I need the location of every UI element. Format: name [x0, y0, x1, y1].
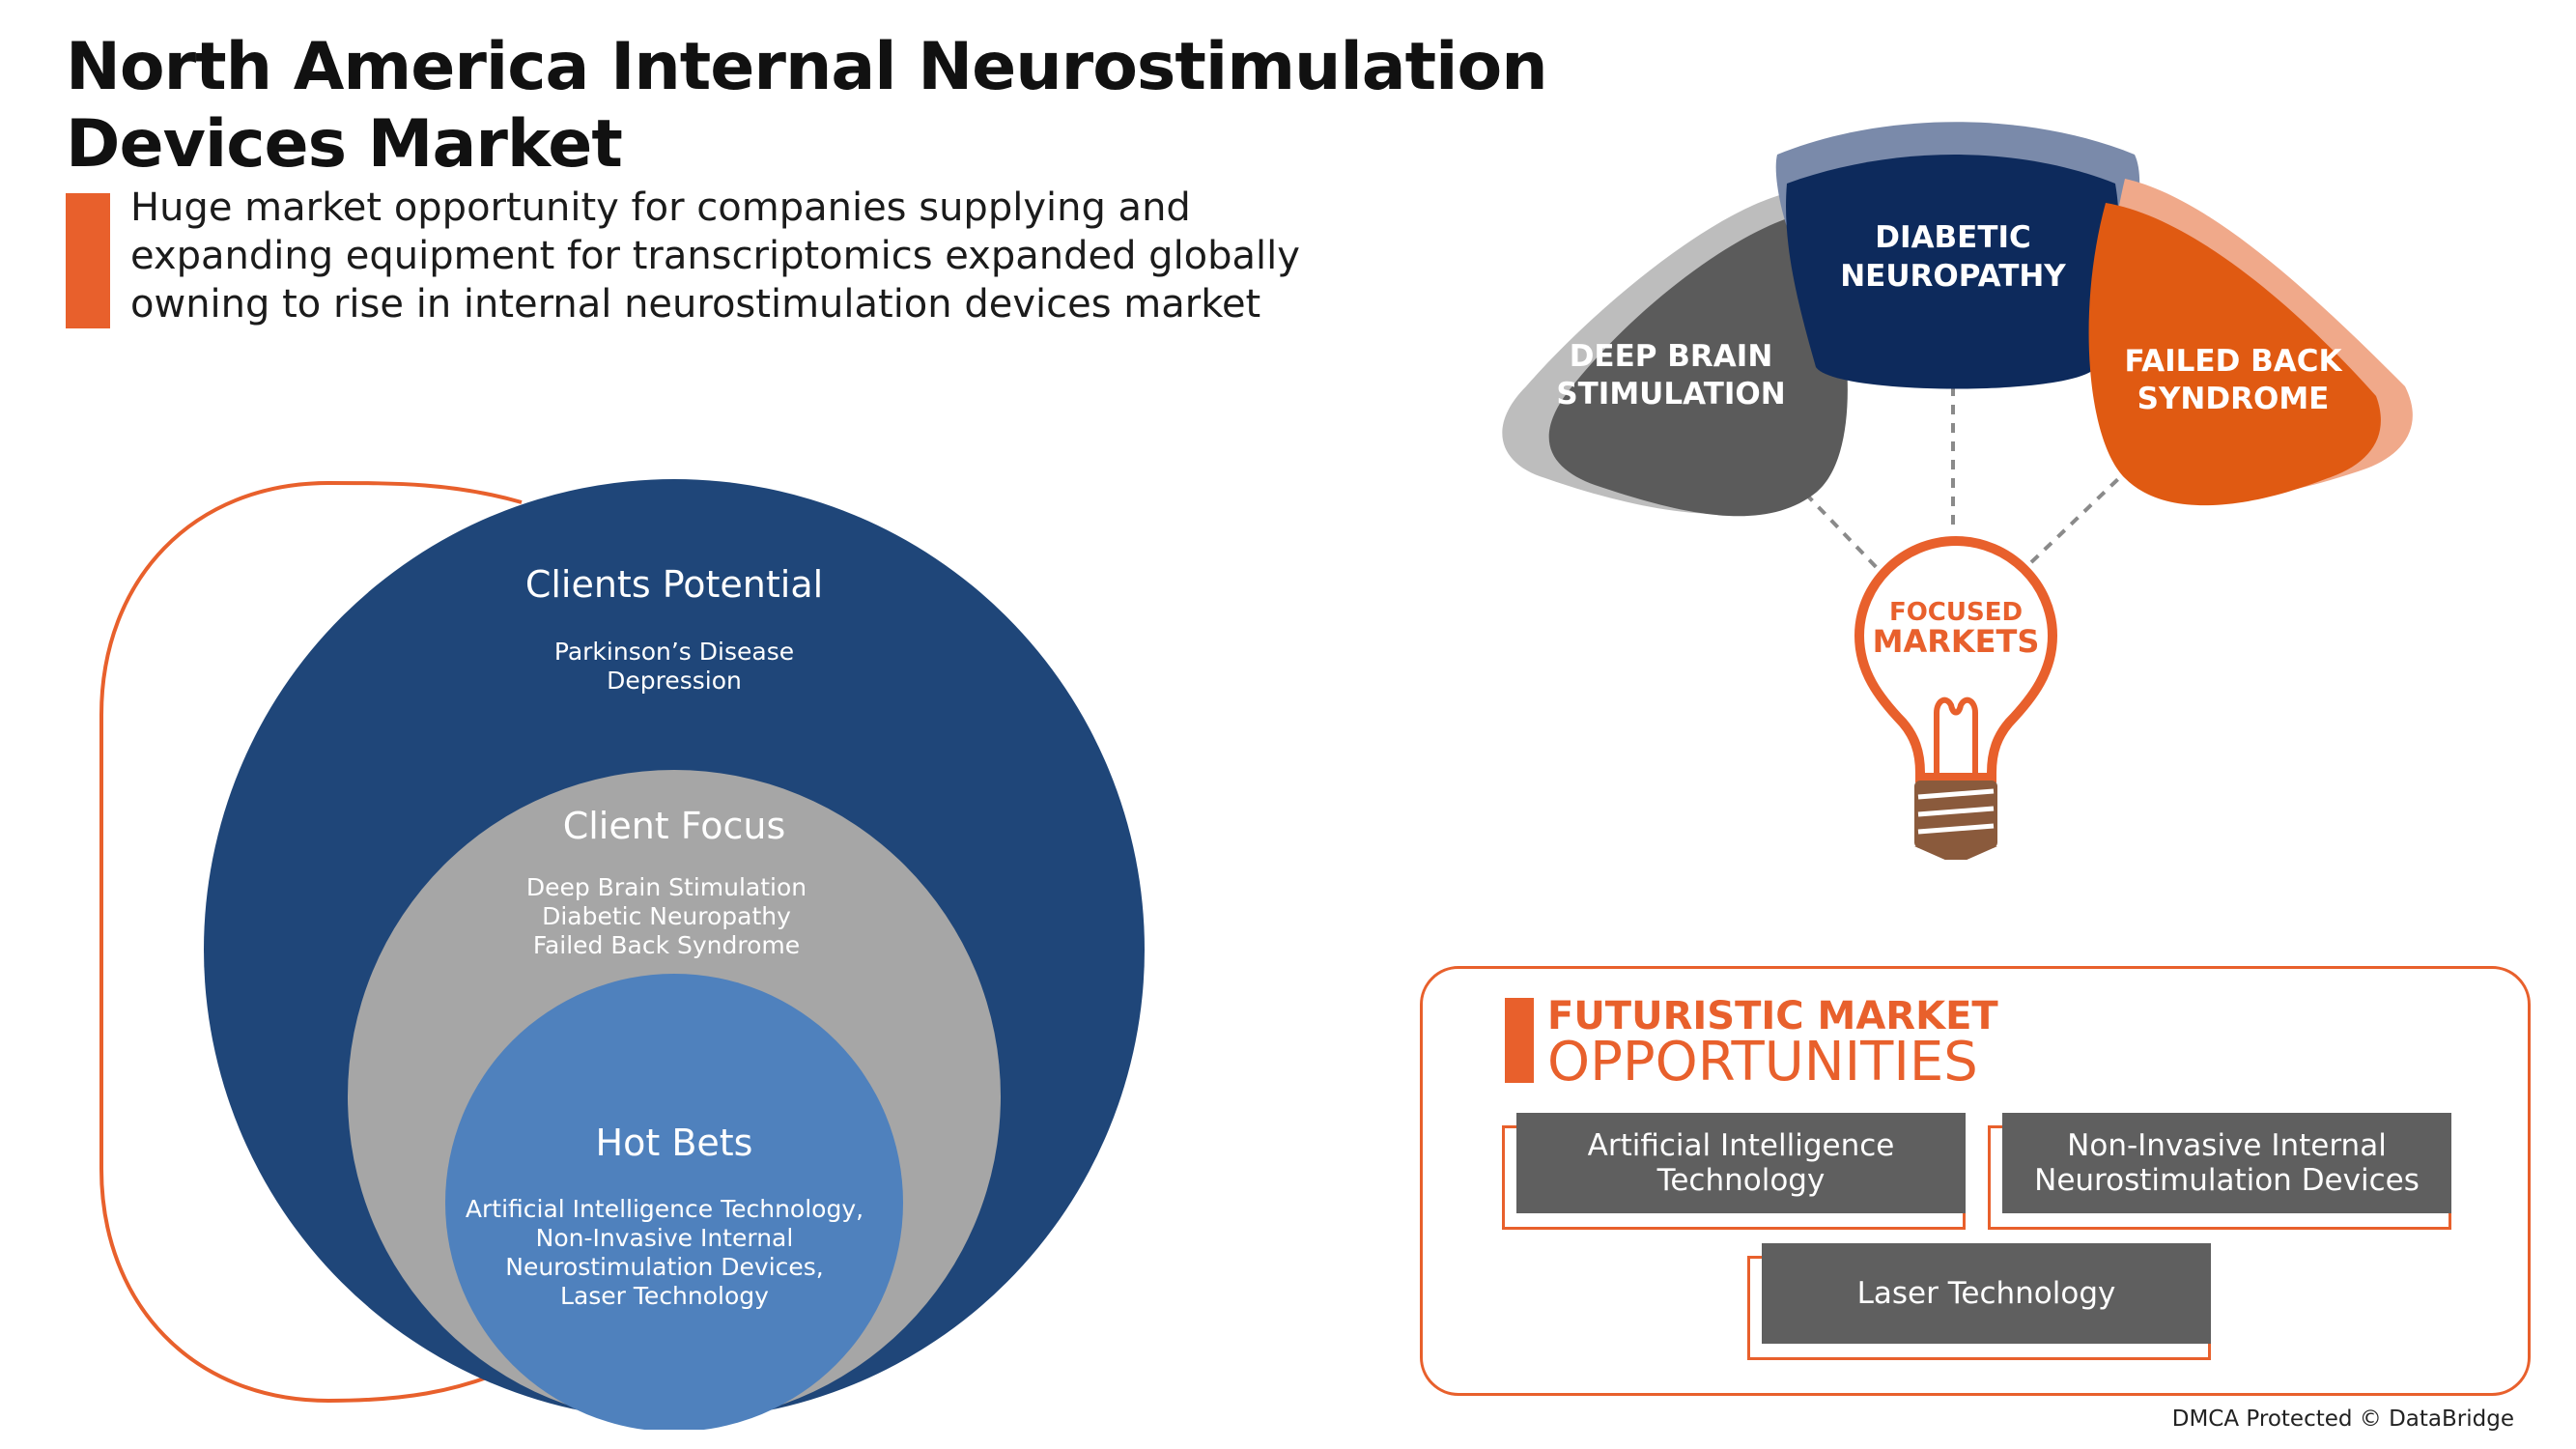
- inner-circle-item: Neurostimulation Devices,: [505, 1253, 824, 1281]
- middle-circle-title: Client Focus: [563, 805, 786, 847]
- bulb-label-focused: FOCUSED: [1889, 598, 2023, 627]
- focused-markets-diagram: DEEP BRAIN STIMULATION DIABETIC NEUROPAT…: [1502, 122, 2413, 860]
- opportunity-laser-technology: Laser Technology: [1762, 1243, 2211, 1344]
- petal-label: STIMULATION: [1556, 377, 1785, 412]
- petal-label: DIABETIC: [1875, 220, 2031, 255]
- middle-circle-item: Deep Brain Stimulation: [526, 873, 807, 901]
- lightbulb-icon: [1854, 535, 2058, 860]
- outer-circle-item: Parkinson’s Disease: [554, 638, 794, 666]
- petal-deep-brain-stimulation: [1548, 213, 1848, 517]
- petal-label: FAILED BACK: [2125, 344, 2343, 379]
- subtitle-accent-bar: [66, 193, 110, 328]
- outline-arc: [99, 480, 523, 1404]
- outer-circle-item: Depression: [607, 667, 742, 695]
- opportunity-ai-technology: Artificial Intelligence Technology: [1516, 1113, 1966, 1213]
- bulb-label-markets: MARKETS: [1873, 623, 2040, 660]
- futuristic-title-line1: FUTURISTIC MARKET: [1547, 994, 1998, 1038]
- futuristic-opportunities-panel: [1420, 966, 2531, 1396]
- copyright-text: DMCA Protected © DataBridge: [2171, 1406, 2514, 1432]
- inner-circle: [445, 974, 903, 1430]
- futuristic-title-line2: OPPORTUNITIES: [1547, 1031, 1978, 1094]
- petal-diabetic-neuropathy: [1786, 155, 2119, 389]
- page-title: North America Internal Neurostimulation …: [66, 29, 1548, 183]
- petal-failed-back-syndrome: [2088, 203, 2381, 506]
- inner-circle-item: Laser Technology: [560, 1282, 769, 1310]
- middle-circle-item: Failed Back Syndrome: [533, 931, 800, 959]
- inner-circle-title: Hot Bets: [596, 1122, 753, 1164]
- petal-label: SYNDROME: [2137, 382, 2330, 416]
- middle-circle-item: Diabetic Neuropathy: [542, 902, 791, 930]
- futuristic-accent-bar: [1505, 998, 1534, 1083]
- inner-circle-item: Artificial Intelligence Technology,: [466, 1195, 863, 1223]
- page-subtitle: Huge market opportunity for companies su…: [130, 185, 1300, 327]
- opportunity-non-invasive-devices: Non-Invasive Internal Neurostimulation D…: [2002, 1113, 2451, 1213]
- outer-circle-title: Clients Potential: [525, 563, 823, 606]
- client-circles-diagram: Clients Potential Parkinson’s Disease De…: [99, 479, 1145, 1430]
- petal-label: NEUROPATHY: [1840, 259, 2066, 294]
- inner-circle-item: Non-Invasive Internal: [536, 1224, 794, 1252]
- petal-label: DEEP BRAIN: [1570, 339, 1773, 374]
